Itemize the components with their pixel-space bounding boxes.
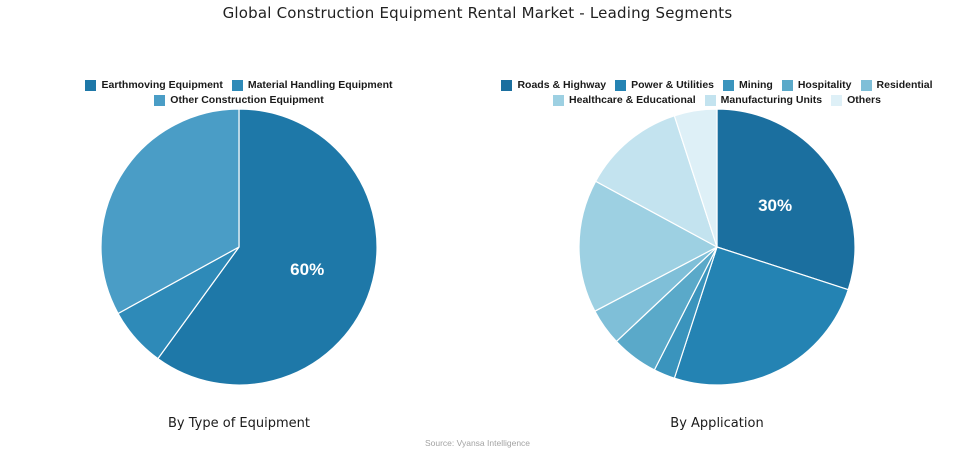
legend-item-manufacturing-units: Manufacturing Units [704, 93, 823, 107]
legend-item-earthmoving-equipment: Earthmoving Equipment [85, 78, 223, 92]
legend-swatch-icon [85, 79, 97, 91]
legend-swatch-icon [501, 79, 513, 91]
pie-chart-application: 30% [578, 108, 856, 386]
pie-slice-percentage-label: 60% [290, 260, 324, 279]
legend-swatch-icon [860, 79, 872, 91]
legend-item-power-and-utilities: Power & Utilities [615, 78, 714, 92]
legend-application: Roads & Highway Power & Utilities Mining Ho… [487, 78, 947, 107]
legend-label: Others [847, 94, 881, 106]
legend-swatch-icon [231, 79, 243, 91]
legend-item-mining: Mining [723, 78, 773, 92]
legend-swatch-icon [615, 79, 627, 91]
pie-slice-other-construction-equipment [100, 108, 240, 315]
legend-item-others: Others [831, 93, 881, 107]
pie-slice-manufacturing-units [595, 115, 718, 248]
legend-item-residential: Residential [860, 78, 933, 92]
pie-subtitle-application: By Application [670, 416, 764, 431]
legend-label: Other Construction Equipment [170, 94, 324, 106]
legend-item-roads-and-highway: Roads & Highway [501, 78, 606, 92]
legend-label: Power & Utilities [631, 79, 714, 91]
legend-label: Residential [876, 79, 933, 91]
pie-slice-others [673, 108, 718, 248]
legend-swatch-icon [723, 79, 734, 91]
legend-item-other-construction-equipment: Other Construction Equipment [154, 93, 324, 107]
pie-slice-percentage-label: 30% [758, 196, 792, 215]
legend-label: Hospitality [797, 79, 852, 91]
pie-slice-power-and-utilities [673, 246, 849, 386]
legend-label: Roads & Highway [517, 79, 607, 91]
legend-item-material-handling-equipment: Material Handling Equipment [231, 78, 393, 92]
legend-label: Mining [739, 79, 773, 91]
legend-label: Material Handling Equipment [247, 79, 393, 91]
legend-swatch-icon [553, 94, 565, 106]
legend-swatch-icon [154, 94, 166, 106]
legend-item-healthcare-and-educational: Healthcare & Educational [553, 93, 696, 107]
legend-swatch-icon [831, 94, 843, 106]
pie-slice-healthcare-and-educational [578, 180, 718, 312]
pie-slice-earthmoving-equipment [157, 108, 378, 386]
pie-subtitle-equipment: By Type of Equipment [168, 416, 310, 431]
chart-title: Global Construction Equipment Rental Mar… [222, 4, 733, 22]
pie-slice-roads-and-highway [716, 108, 856, 291]
legend-swatch-icon [704, 94, 716, 106]
pie-chart-equipment: 60% [100, 108, 378, 386]
legend-label: Manufacturing Units [720, 94, 823, 106]
legend-label: Earthmoving Equipment [101, 79, 223, 91]
legend-equipment: Earthmoving Equipment Material Handling E… [24, 78, 454, 107]
legend-swatch-icon [781, 79, 793, 91]
legend-item-hospitality: Hospitality [781, 78, 852, 92]
legend-label: Healthcare & Educational [569, 94, 696, 106]
source-note: Source: Vyansa Intelligence [424, 438, 531, 448]
